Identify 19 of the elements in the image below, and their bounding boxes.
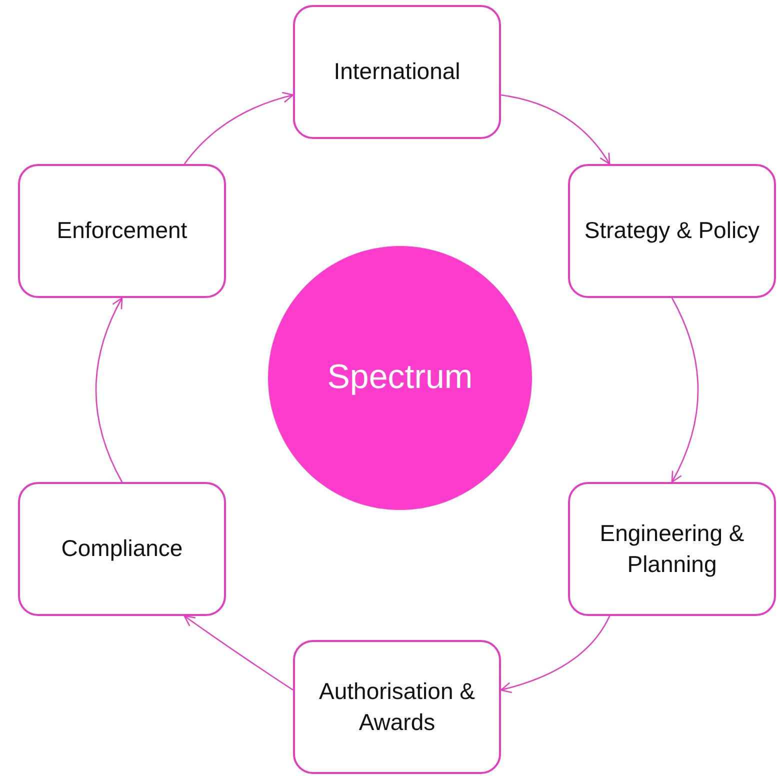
node-label: Strategy & Policy bbox=[583, 216, 761, 246]
curved-arrow bbox=[500, 616, 610, 693]
node-label: Compliance bbox=[60, 534, 184, 564]
node-label: Enforcement bbox=[56, 216, 188, 246]
curved-arrow bbox=[95, 297, 123, 482]
process-box bbox=[293, 5, 501, 139]
process-box bbox=[18, 164, 226, 298]
curved-arrow bbox=[184, 92, 294, 164]
process-box bbox=[568, 164, 776, 298]
process-box bbox=[18, 482, 226, 616]
process-box bbox=[568, 482, 776, 616]
node-label: International bbox=[332, 57, 462, 86]
curved-arrow bbox=[184, 615, 294, 691]
node-label: Engineering & Planning bbox=[598, 518, 746, 579]
curved-arrow bbox=[500, 94, 610, 165]
node-label: Spectrum bbox=[326, 357, 474, 398]
node-label: Authorisation & Awards bbox=[318, 676, 476, 737]
process-box bbox=[293, 640, 501, 774]
curved-arrow bbox=[671, 298, 699, 483]
